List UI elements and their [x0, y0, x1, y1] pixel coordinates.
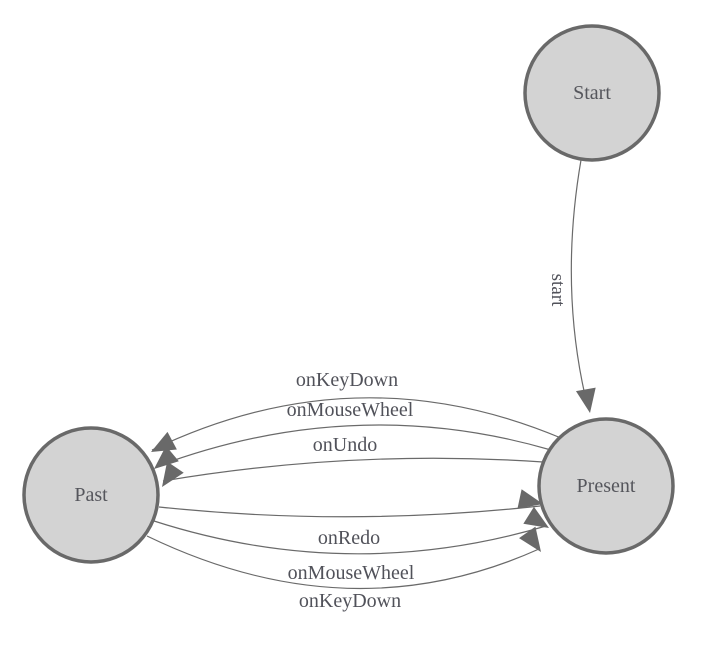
edge-past-to-present-onkeydown: [146, 535, 540, 590]
arrowhead-onmousewheel-at-past: [154, 445, 179, 469]
node-present-label: Present: [577, 475, 636, 497]
edge-present-to-past-onkeydown: [151, 397, 562, 451]
node-present[interactable]: Present: [537, 417, 675, 555]
edge-past-to-present-onmousewheel: [153, 520, 547, 555]
edges-layer: [146, 159, 588, 590]
arrowhead-onundo-at-past: [162, 461, 184, 487]
edge-start-to-present: [570, 159, 588, 405]
edge-label-onmousewheel-bottom: onMouseWheel: [288, 562, 415, 584]
arrowhead-onmousewheel-at-present: [523, 506, 549, 528]
node-start-label: Start: [573, 82, 611, 104]
edge-label-onundo: onUndo: [313, 434, 377, 456]
arrowheads-layer: [151, 387, 596, 552]
edge-present-to-past-onmousewheel: [157, 424, 552, 467]
arrowhead-onkeydown-at-present: [519, 526, 541, 552]
edge-present-to-past-onundo: [162, 457, 544, 482]
node-past-circle[interactable]: [22, 426, 160, 564]
edge-label-onmousewheel-top: onMouseWheel: [287, 399, 414, 421]
edge-label-start: start: [547, 274, 568, 307]
edge-labels-layer: start onKeyDown onMouseWheel onUndo onRe…: [287, 274, 568, 612]
node-start[interactable]: Start: [523, 24, 661, 162]
node-past[interactable]: Past: [22, 426, 160, 564]
node-start-circle[interactable]: [523, 24, 661, 162]
node-past-label: Past: [74, 484, 108, 506]
edge-label-onkeydown-top: onKeyDown: [296, 369, 398, 391]
arrowhead-onkeydown-at-past: [151, 431, 177, 452]
edge-label-onredo: onRedo: [318, 527, 380, 549]
edge-past-to-present-onredo: [158, 505, 541, 518]
arrowhead-onredo-at-present: [517, 489, 543, 509]
node-present-circle[interactable]: [537, 417, 675, 555]
edge-label-onkeydown-bottom: onKeyDown: [299, 590, 401, 612]
arrowhead-start-edge: [575, 387, 596, 413]
